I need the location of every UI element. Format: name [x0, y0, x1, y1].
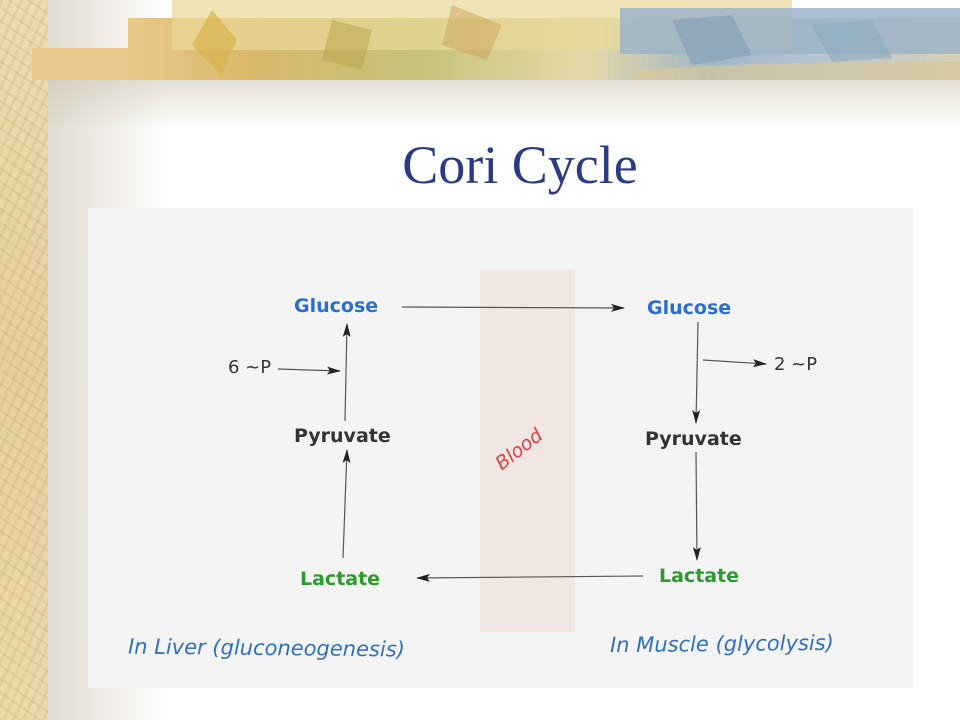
arrow-liver-lactate-to-pyruvate: [342, 449, 351, 559]
muscle-pyruvate: Pyruvate: [645, 428, 742, 450]
muscle-glucose: Glucose: [647, 297, 732, 319]
arrow-muscle-energy-output: [702, 359, 767, 368]
arrow-liver-energy-input: [277, 366, 341, 375]
arrow-muscle-pyruvate-to-lactate: [692, 451, 701, 561]
slide-title: Cori Cycle: [402, 135, 638, 195]
liver-lactate: Lactate: [300, 568, 381, 590]
blood-region: [480, 270, 575, 632]
arrow-glucose-to-muscle: [401, 303, 625, 312]
liver-pyruvate: Pyruvate: [294, 425, 391, 447]
top-edge-shadow: [48, 80, 960, 130]
liver-energy-input: 6 ~P: [228, 357, 272, 378]
muscle-lactate: Lactate: [659, 565, 740, 587]
liver-glucose: Glucose: [294, 295, 379, 317]
arrow-liver-pyruvate-to-glucose: [342, 323, 351, 422]
arrow-muscle-glucose-to-pyruvate: [692, 321, 701, 424]
arrow-lactate-to-liver: [416, 573, 644, 582]
parchment-strip: [0, 0, 48, 720]
decorative-leaf-banner: [32, 0, 960, 80]
muscle-energy-output: 2 ~P: [774, 354, 818, 375]
